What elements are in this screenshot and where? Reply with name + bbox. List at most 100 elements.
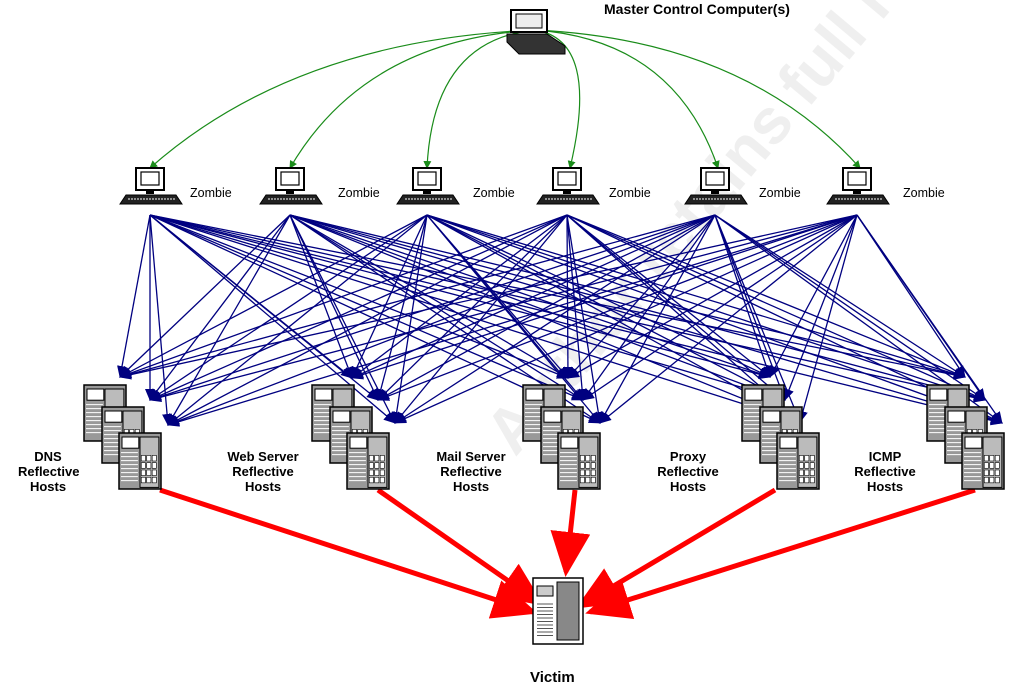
server-icon <box>961 432 1005 490</box>
zombie-computer-icon <box>684 167 748 205</box>
bay <box>804 469 810 476</box>
attack-arrow <box>394 214 568 424</box>
bay <box>379 476 385 484</box>
label-line: Reflective <box>232 464 294 479</box>
attack-arrow <box>567 214 858 379</box>
screen <box>280 171 300 186</box>
control-arrow <box>534 29 581 169</box>
attack-arrow <box>149 214 801 424</box>
drive <box>314 388 333 401</box>
attack-arrow <box>149 214 966 380</box>
bay <box>590 469 596 476</box>
attack-arrow <box>149 214 379 401</box>
attack-arrow <box>289 214 569 379</box>
bay <box>379 455 385 462</box>
control-arrow <box>289 29 536 169</box>
label-line: Hosts <box>29 479 67 494</box>
attack-arrow <box>119 214 291 378</box>
bay <box>994 476 1000 484</box>
bay <box>151 476 157 484</box>
drive <box>560 436 579 449</box>
attack-arrow <box>566 214 604 424</box>
attack-arrow <box>149 214 568 401</box>
attack-arrow <box>119 214 858 380</box>
attack-arrow <box>714 214 801 423</box>
attack-arrow <box>351 214 428 379</box>
zombie-label: Zombie <box>609 186 651 200</box>
attack-arrow <box>582 214 858 401</box>
panel <box>556 581 580 641</box>
drive <box>929 388 948 401</box>
reflection-arrow <box>159 487 538 619</box>
screen <box>140 171 160 186</box>
attack-arrow <box>149 214 569 379</box>
label-line: Hosts <box>244 479 282 494</box>
zombie-computer-icon <box>259 167 323 205</box>
bay <box>585 469 591 476</box>
bay <box>804 476 810 484</box>
attack-arrow <box>119 214 716 379</box>
attack-arrow <box>394 214 716 424</box>
stand <box>853 190 861 194</box>
bay <box>579 476 585 484</box>
bay <box>798 455 804 462</box>
bay <box>140 455 146 462</box>
drive <box>762 410 781 423</box>
bay <box>989 462 995 469</box>
drive <box>947 410 966 423</box>
attack-arrow <box>167 214 568 426</box>
bay <box>809 469 815 476</box>
attack-arrow <box>289 214 786 401</box>
stand <box>711 190 719 194</box>
server-icon <box>776 432 820 490</box>
bay <box>994 462 1000 469</box>
zombie-label: Zombie <box>473 186 515 200</box>
attack-arrow <box>566 214 771 378</box>
label-line: Reflective <box>18 464 80 479</box>
bay <box>590 462 596 469</box>
attack-arrow <box>714 214 966 378</box>
label-line: Proxy <box>669 449 707 464</box>
attack-arrow <box>119 214 428 378</box>
drive <box>543 410 562 423</box>
bay <box>989 455 995 462</box>
bay <box>146 455 152 462</box>
attack-arrow <box>426 214 786 401</box>
bay <box>585 455 591 462</box>
bay <box>994 469 1000 476</box>
bay <box>989 469 995 476</box>
attack-arrow <box>351 214 858 380</box>
bay <box>994 455 1000 462</box>
bay <box>983 476 989 484</box>
victim-label: Victim <box>530 669 575 686</box>
zombie-computer-icon <box>826 167 890 205</box>
bay <box>809 462 815 469</box>
attack-arrow <box>149 214 716 402</box>
stand <box>423 190 431 194</box>
bay <box>809 455 815 462</box>
attack-arrow <box>394 214 858 424</box>
bay <box>798 469 804 476</box>
drive <box>964 436 983 449</box>
attack-arrow <box>582 214 716 401</box>
bay <box>798 462 804 469</box>
stand <box>286 190 294 194</box>
bay <box>140 476 146 484</box>
bay <box>983 455 989 462</box>
zombie-computer-icon <box>396 167 460 205</box>
bay <box>368 462 374 469</box>
attack-arrow <box>426 214 1003 424</box>
bay <box>151 469 157 476</box>
attack-arrow <box>117 214 151 378</box>
bay <box>579 469 585 476</box>
attack-arrow <box>149 214 584 401</box>
drive <box>744 388 763 401</box>
zombie-label: Zombie <box>190 186 232 200</box>
attack-arrow <box>375 214 428 401</box>
bay <box>140 462 146 469</box>
bay <box>585 476 591 484</box>
